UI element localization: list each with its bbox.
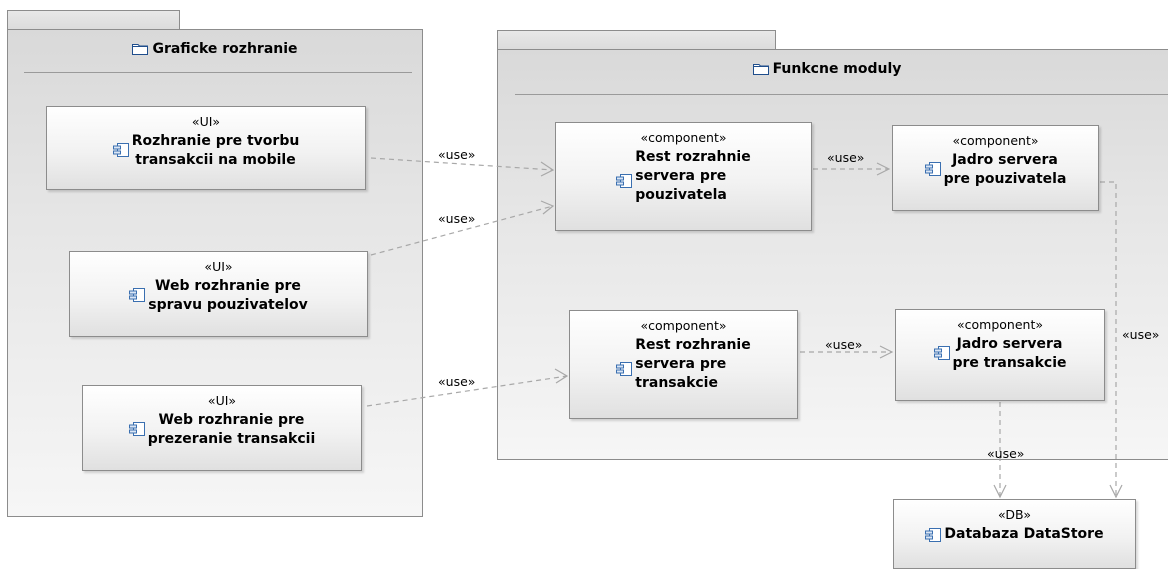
component-icon (933, 346, 950, 360)
stereotype-label: «component» (640, 130, 727, 145)
edge-label-use: «use» (438, 211, 476, 226)
component-icon (112, 143, 129, 157)
stereotype-label: «component» (956, 317, 1043, 332)
stereotype-label: «component» (640, 318, 727, 333)
component-icon (925, 528, 942, 542)
folder-icon (132, 44, 149, 55)
package-title: Funkcne moduly (498, 61, 1156, 77)
stereotype-label: «DB» (997, 507, 1032, 522)
package-divider (24, 72, 412, 73)
edge-label-use: «use» (1122, 327, 1160, 342)
stereotype-label: «UI» (204, 259, 233, 274)
component-icon (129, 288, 146, 302)
package-divider (515, 94, 1168, 95)
package-tab-left (7, 10, 180, 31)
component-icon (128, 422, 145, 436)
edge-mobile-rest-users (370, 157, 554, 171)
component-icon (616, 362, 633, 376)
edge-label-use: «use» (987, 446, 1025, 461)
arrowhead (879, 345, 894, 359)
arrowhead (993, 484, 1007, 499)
package-title-text: Funkcne moduly (772, 61, 902, 77)
edge-label-use: «use» (438, 147, 476, 162)
package-tab-right (497, 30, 776, 51)
package-title-text: Graficke rozhranie (152, 41, 298, 57)
package-title: Graficke rozhranie (8, 41, 422, 57)
component-icon (924, 162, 941, 176)
component-icon (616, 174, 633, 188)
stereotype-label: «component» (952, 133, 1039, 148)
edge-label-use: «use» (825, 337, 863, 352)
edge-label-use: «use» (438, 374, 476, 389)
db-node-datastore[interactable]: «DB» Databaza DataStore (893, 499, 1136, 569)
stereotype-label: «UI» (191, 114, 221, 129)
edge-webtx-rest-tx (366, 375, 568, 407)
arrowhead (540, 161, 555, 177)
arrowhead (554, 368, 569, 384)
folder-icon (752, 64, 769, 75)
node-name: Databaza DataStore (944, 526, 1104, 542)
edge-label-use: «use» (827, 150, 865, 165)
stereotype-label: «UI» (207, 393, 237, 408)
arrowhead (876, 162, 891, 176)
edge-coreusers-db (1100, 181, 1117, 496)
edge-webusers-rest-users (370, 205, 554, 256)
arrowhead (1109, 484, 1123, 499)
arrowhead (540, 200, 555, 215)
